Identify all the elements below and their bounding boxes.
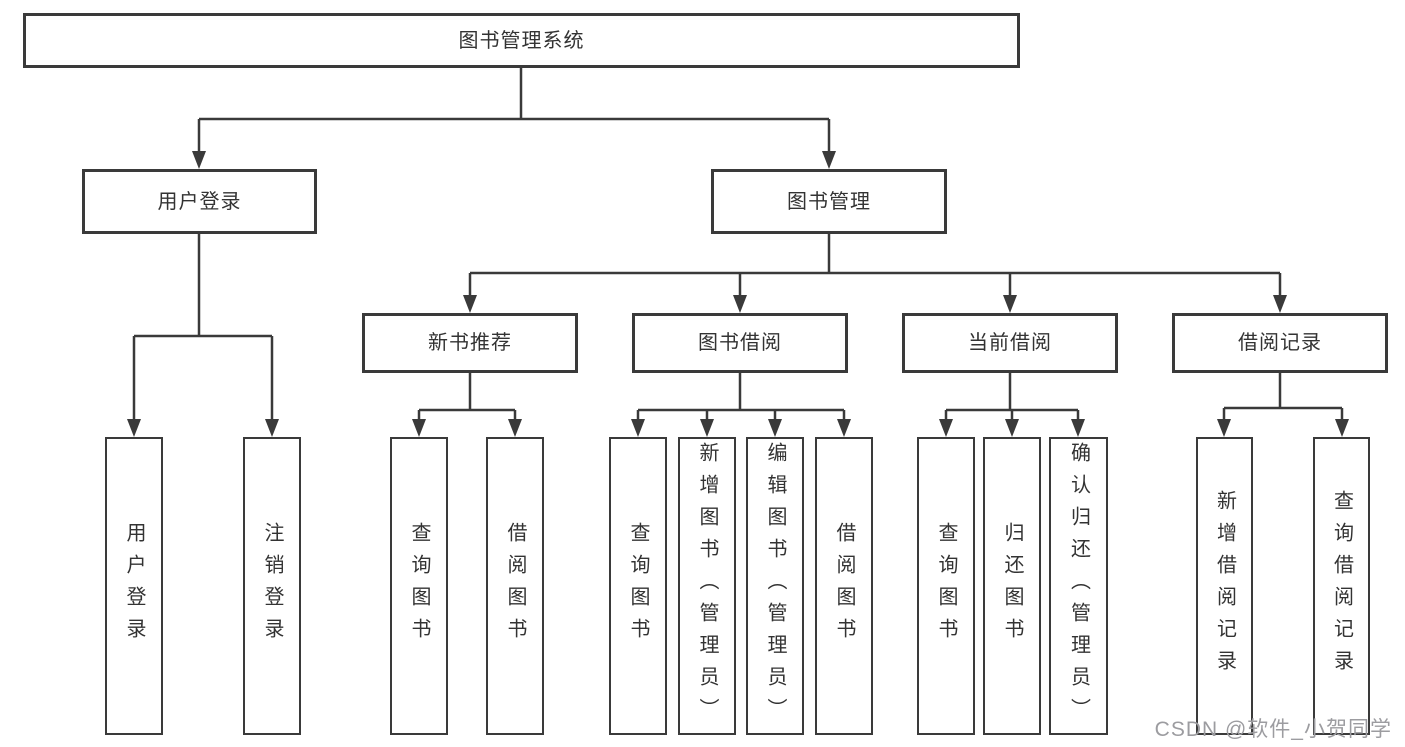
node-leaf-borrow-book-recommend: 借阅图书 [486, 437, 544, 735]
node-current-borrowing: 当前借阅 [902, 313, 1118, 373]
node-leaf-edit-book-admin: 编辑图书（管理员） [746, 437, 804, 735]
node-leaf-query-book-borrowing: 查询图书 [609, 437, 667, 735]
node-user-login-module: 用户登录 [82, 169, 317, 234]
node-leaf-borrow-book-borrowing: 借阅图书 [815, 437, 873, 735]
node-leaf-query-book-recommend: 查询图书 [390, 437, 448, 735]
node-leaf-confirm-return-admin: 确认归还（管理员） [1049, 437, 1108, 735]
node-leaf-add-book-admin: 新增图书（管理员） [678, 437, 736, 735]
watermark: CSDN @软件_小贺同学 [1154, 718, 1392, 741]
node-leaf-return-book: 归还图书 [983, 437, 1041, 735]
node-leaf-logout: 注销登录 [243, 437, 301, 735]
node-leaf-user-login: 用户登录 [105, 437, 163, 735]
node-leaf-query-book-current: 查询图书 [917, 437, 975, 735]
node-root: 图书管理系统 [23, 13, 1020, 68]
node-new-book-recommend: 新书推荐 [362, 313, 578, 373]
node-leaf-add-borrow-record: 新增借阅记录 [1196, 437, 1253, 735]
node-book-management-module: 图书管理 [711, 169, 947, 234]
node-borrowing-records: 借阅记录 [1172, 313, 1388, 373]
node-leaf-query-borrow-record: 查询借阅记录 [1313, 437, 1370, 735]
node-book-borrowing: 图书借阅 [632, 313, 848, 373]
